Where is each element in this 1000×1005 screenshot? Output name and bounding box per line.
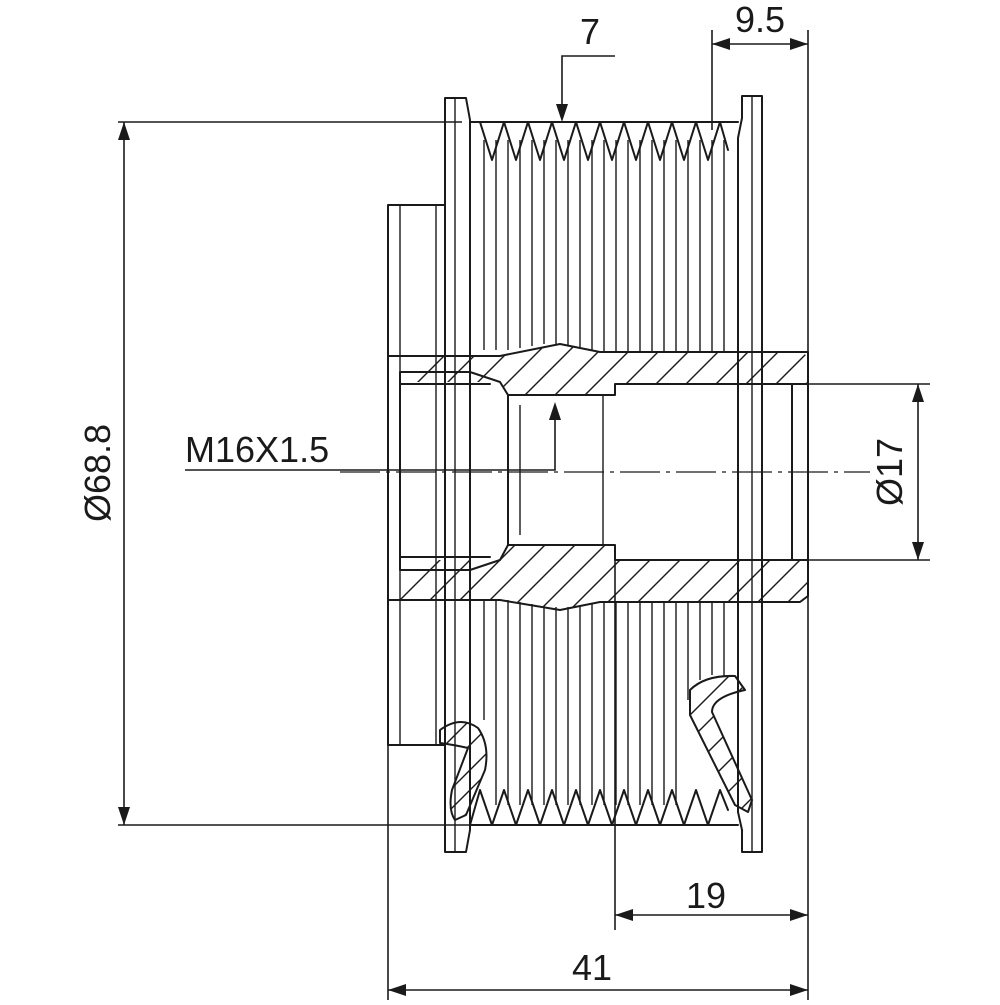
rib-lines-lower — [483, 600, 725, 805]
dim-bore-length-arrow-right — [790, 909, 808, 921]
dim-groove-pitch-leader — [561, 55, 615, 112]
dim-bore-diameter-label: Ø17 — [869, 438, 910, 506]
dim-outer-diameter-arrow-top — [118, 122, 130, 140]
dim-groove-pitch: 7 — [556, 11, 615, 122]
rib-lines-upper — [483, 140, 725, 352]
left-flange — [444, 97, 471, 853]
dim-bore-length-arrow-left — [615, 909, 633, 921]
top-groove-profile — [479, 121, 729, 161]
cover-clips — [439, 674, 753, 821]
dim-overall-length-arrow-right — [790, 984, 808, 996]
dim-thread-arrow — [549, 402, 561, 420]
bottom-groove-profile — [469, 789, 729, 826]
dim-overall-length-arrow-left — [388, 984, 406, 996]
dim-thread-label: M16X1.5 — [185, 429, 329, 470]
counterbore-edges — [399, 383, 491, 558]
dim-bore-diameter: Ø17 — [808, 383, 930, 561]
dim-bore-length-label: 19 — [686, 875, 726, 916]
dim-thread: M16X1.5 — [185, 402, 561, 471]
poly-v-grooves — [469, 121, 729, 826]
left-hub-inner-lines — [399, 205, 437, 745]
dim-outer-diameter-label: Ø68.8 — [77, 424, 118, 522]
dim-outer-diameter-arrow-bottom — [118, 807, 130, 825]
left-clip — [439, 721, 488, 821]
right-flange — [737, 95, 763, 853]
dim-groove-pitch-arrow — [556, 104, 568, 122]
dim-bore-length: 19 — [614, 560, 809, 1000]
dim-groove-pitch-label: 7 — [580, 11, 600, 52]
dim-outer-diameter: Ø68.8 — [77, 121, 470, 826]
dim-flange-offset: 9.5 — [711, 0, 809, 352]
dim-thread-leader — [185, 412, 556, 471]
dim-overall-length-label: 41 — [572, 947, 612, 988]
dim-flange-offset-label: 9.5 — [735, 0, 785, 40]
dim-flange-offset-arrow-right — [790, 38, 808, 50]
dim-bore-diameter-arrow-bottom — [912, 542, 924, 560]
pulley-body — [387, 95, 763, 853]
dim-bore-diameter-arrow-top — [912, 384, 924, 402]
dim-overall-length: 41 — [387, 745, 808, 1000]
thread-counterbore — [399, 371, 509, 571]
dim-flange-offset-arrow-left — [712, 38, 730, 50]
